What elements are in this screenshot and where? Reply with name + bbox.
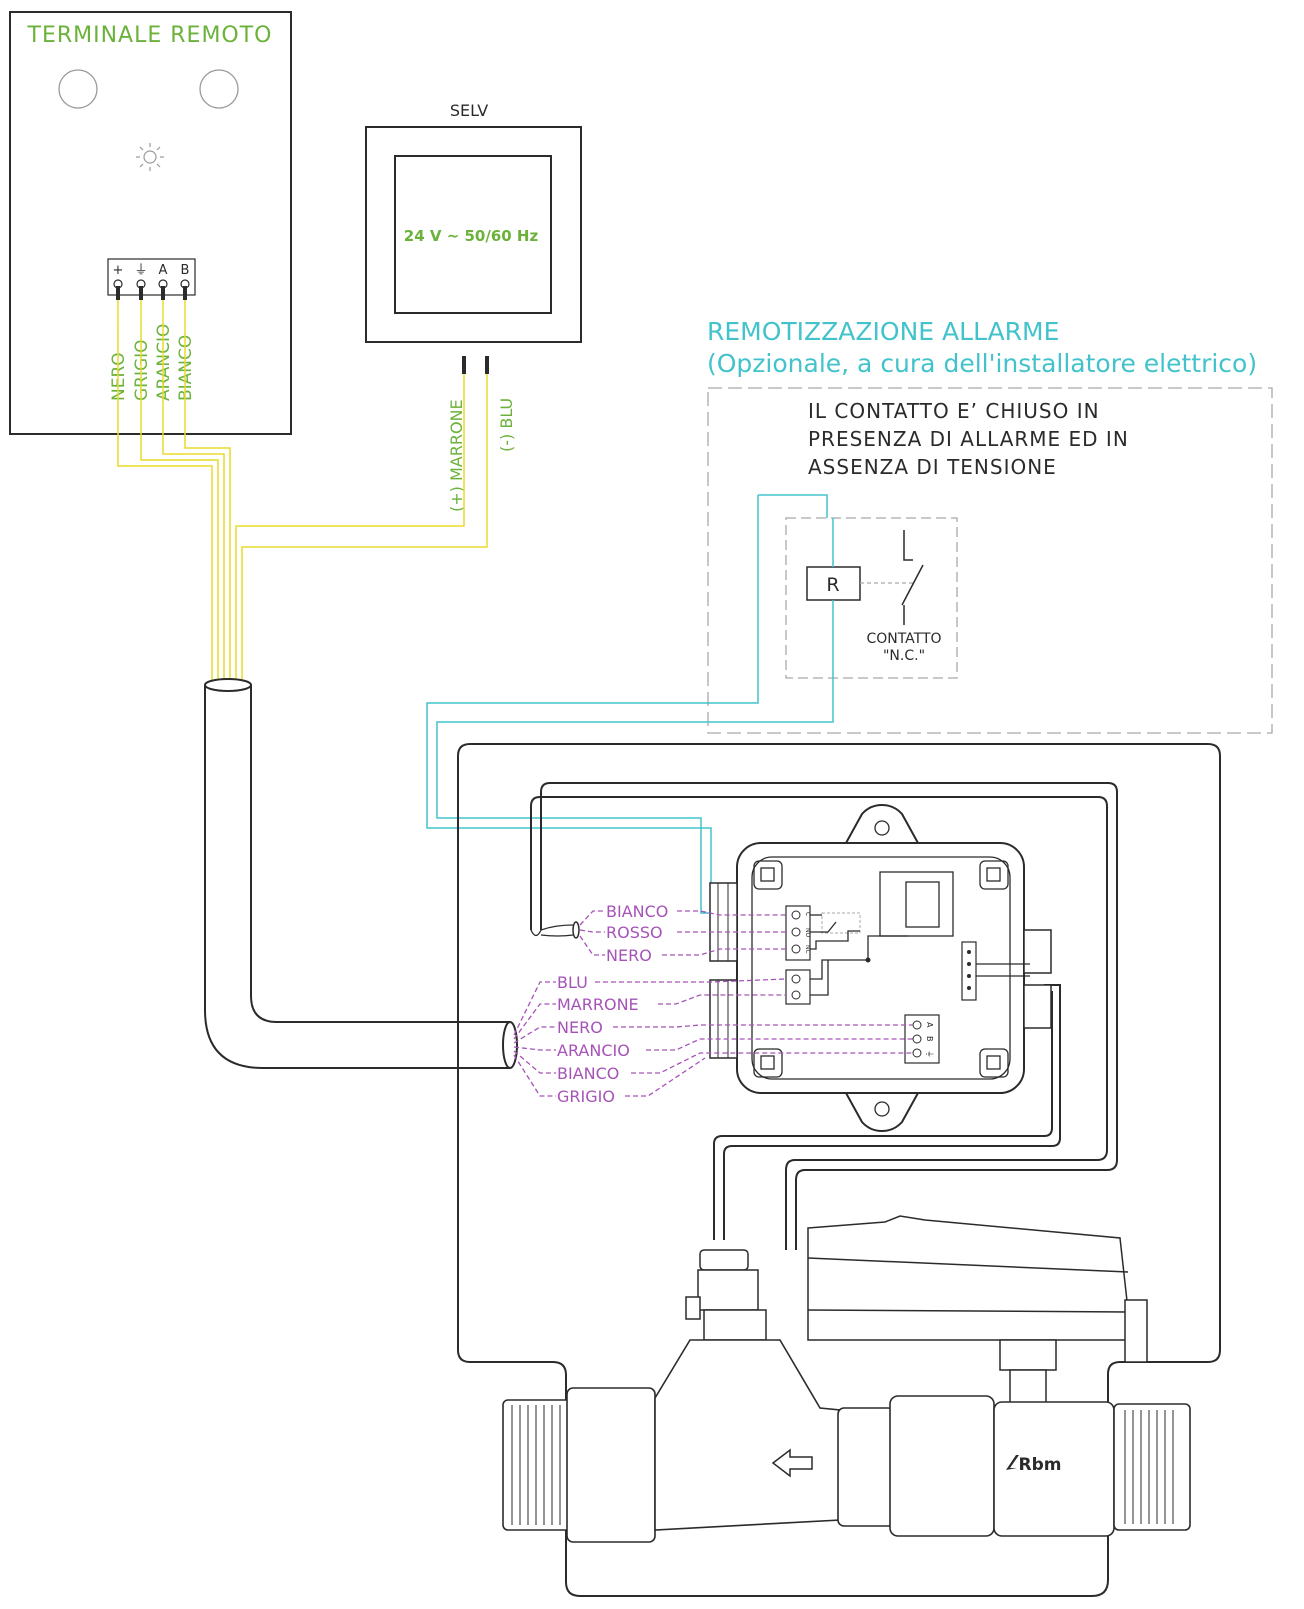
relay-terminal-c: C [804,912,811,916]
control-box: C NO NC A B ⏚ [530,782,1118,1250]
wire-label-arancio: ARANCIO [154,324,174,401]
valve-assembly: Rbm [502,1215,1191,1543]
terminal-a-label: A [159,263,168,278]
valve-body [502,1339,1191,1543]
remote-terminal: TERMINALE REMOTO + ⏚ A B NERO GRIGIO [9,11,292,435]
relay-wire-bianco: BIANCO [606,902,668,921]
nc-contact-icon [901,530,924,625]
contact-label-2: "N.C." [883,648,925,664]
alarm-remote-subtitle: (Opzionale, a cura dell'installatore ele… [707,349,1257,378]
cable-wire-arancio: ARANCIO [557,1041,630,1060]
cabinet-outline [457,743,1221,1597]
terminal-ground-label: ⏚ [134,263,147,278]
brand-logo-mark [1006,1455,1019,1470]
power-supply-inner-box [394,155,552,314]
cable-wire-bianco: BIANCO [557,1064,619,1083]
relay-terminal-nc: NC [804,945,811,954]
wire-label-blu: (-) BLU [497,398,516,452]
purple-wires: BIANCO ROSSO NERO BLU MARRONE NERO ARANC… [513,902,913,1106]
cable-wire-marrone: MARRONE [557,995,639,1014]
actuator [807,1215,1148,1407]
relay-label: R [826,574,839,596]
contact-label-1: CONTATTO [866,631,941,647]
cable-wire-blu: BLU [557,973,588,992]
wire-label-grigio: GRIGIO [132,339,152,401]
wire-label-nero: NERO [109,352,129,401]
wire-label-bianco: BIANCO [176,335,196,401]
relay-wire-rosso: ROSSO [606,923,663,942]
remote-terminal-box [9,11,292,435]
alarm-remote-title: REMOTIZZAZIONE ALLARME [707,317,1059,346]
bus-terminal-gnd: ⏚ [925,1050,934,1058]
bus-terminal-a: A [925,1022,934,1028]
power-supply-rating: 24 V ~ 50/60 Hz [404,227,539,245]
led-icon [136,143,164,171]
terminal-b-label: B [181,263,190,278]
cable-wire-nero: NERO [557,1018,603,1037]
remote-terminal-title: TERMINALE REMOTO [27,23,273,48]
terminal-block [107,258,196,296]
alarm-remote-section: REMOTIZZAZIONE ALLARME (Opzionale, a cur… [707,317,1273,734]
alarm-note-line1: IL CONTATTO E’ CHIUSO IN [808,399,1100,423]
brand-logo-text: Rbm [1019,1455,1062,1475]
cable-conduit [204,678,518,1069]
arrow-left-icon [771,1448,813,1478]
relay-wire-nero: NERO [606,946,652,965]
terminal-plus-label: + [113,263,124,278]
relay-terminal-no: NO [804,928,811,937]
alarm-note-line3: ASSENZA DI TENSIONE [808,455,1057,479]
power-supply-title: SELV [450,101,488,120]
power-supply: SELV 24 V ~ 50/60 Hz (+) MARRONE (-) BLU [365,101,582,512]
bus-terminal-b: B [925,1036,934,1042]
cable-wire-grigio: GRIGIO [557,1087,615,1106]
button-left-icon [58,69,98,109]
wire-label-marrone: (+) MARRONE [447,399,466,512]
yellow-wires [117,322,488,682]
alarm-note-line2: PRESENZA DI ALLARME ED IN [808,427,1129,451]
button-right-icon [199,69,239,109]
